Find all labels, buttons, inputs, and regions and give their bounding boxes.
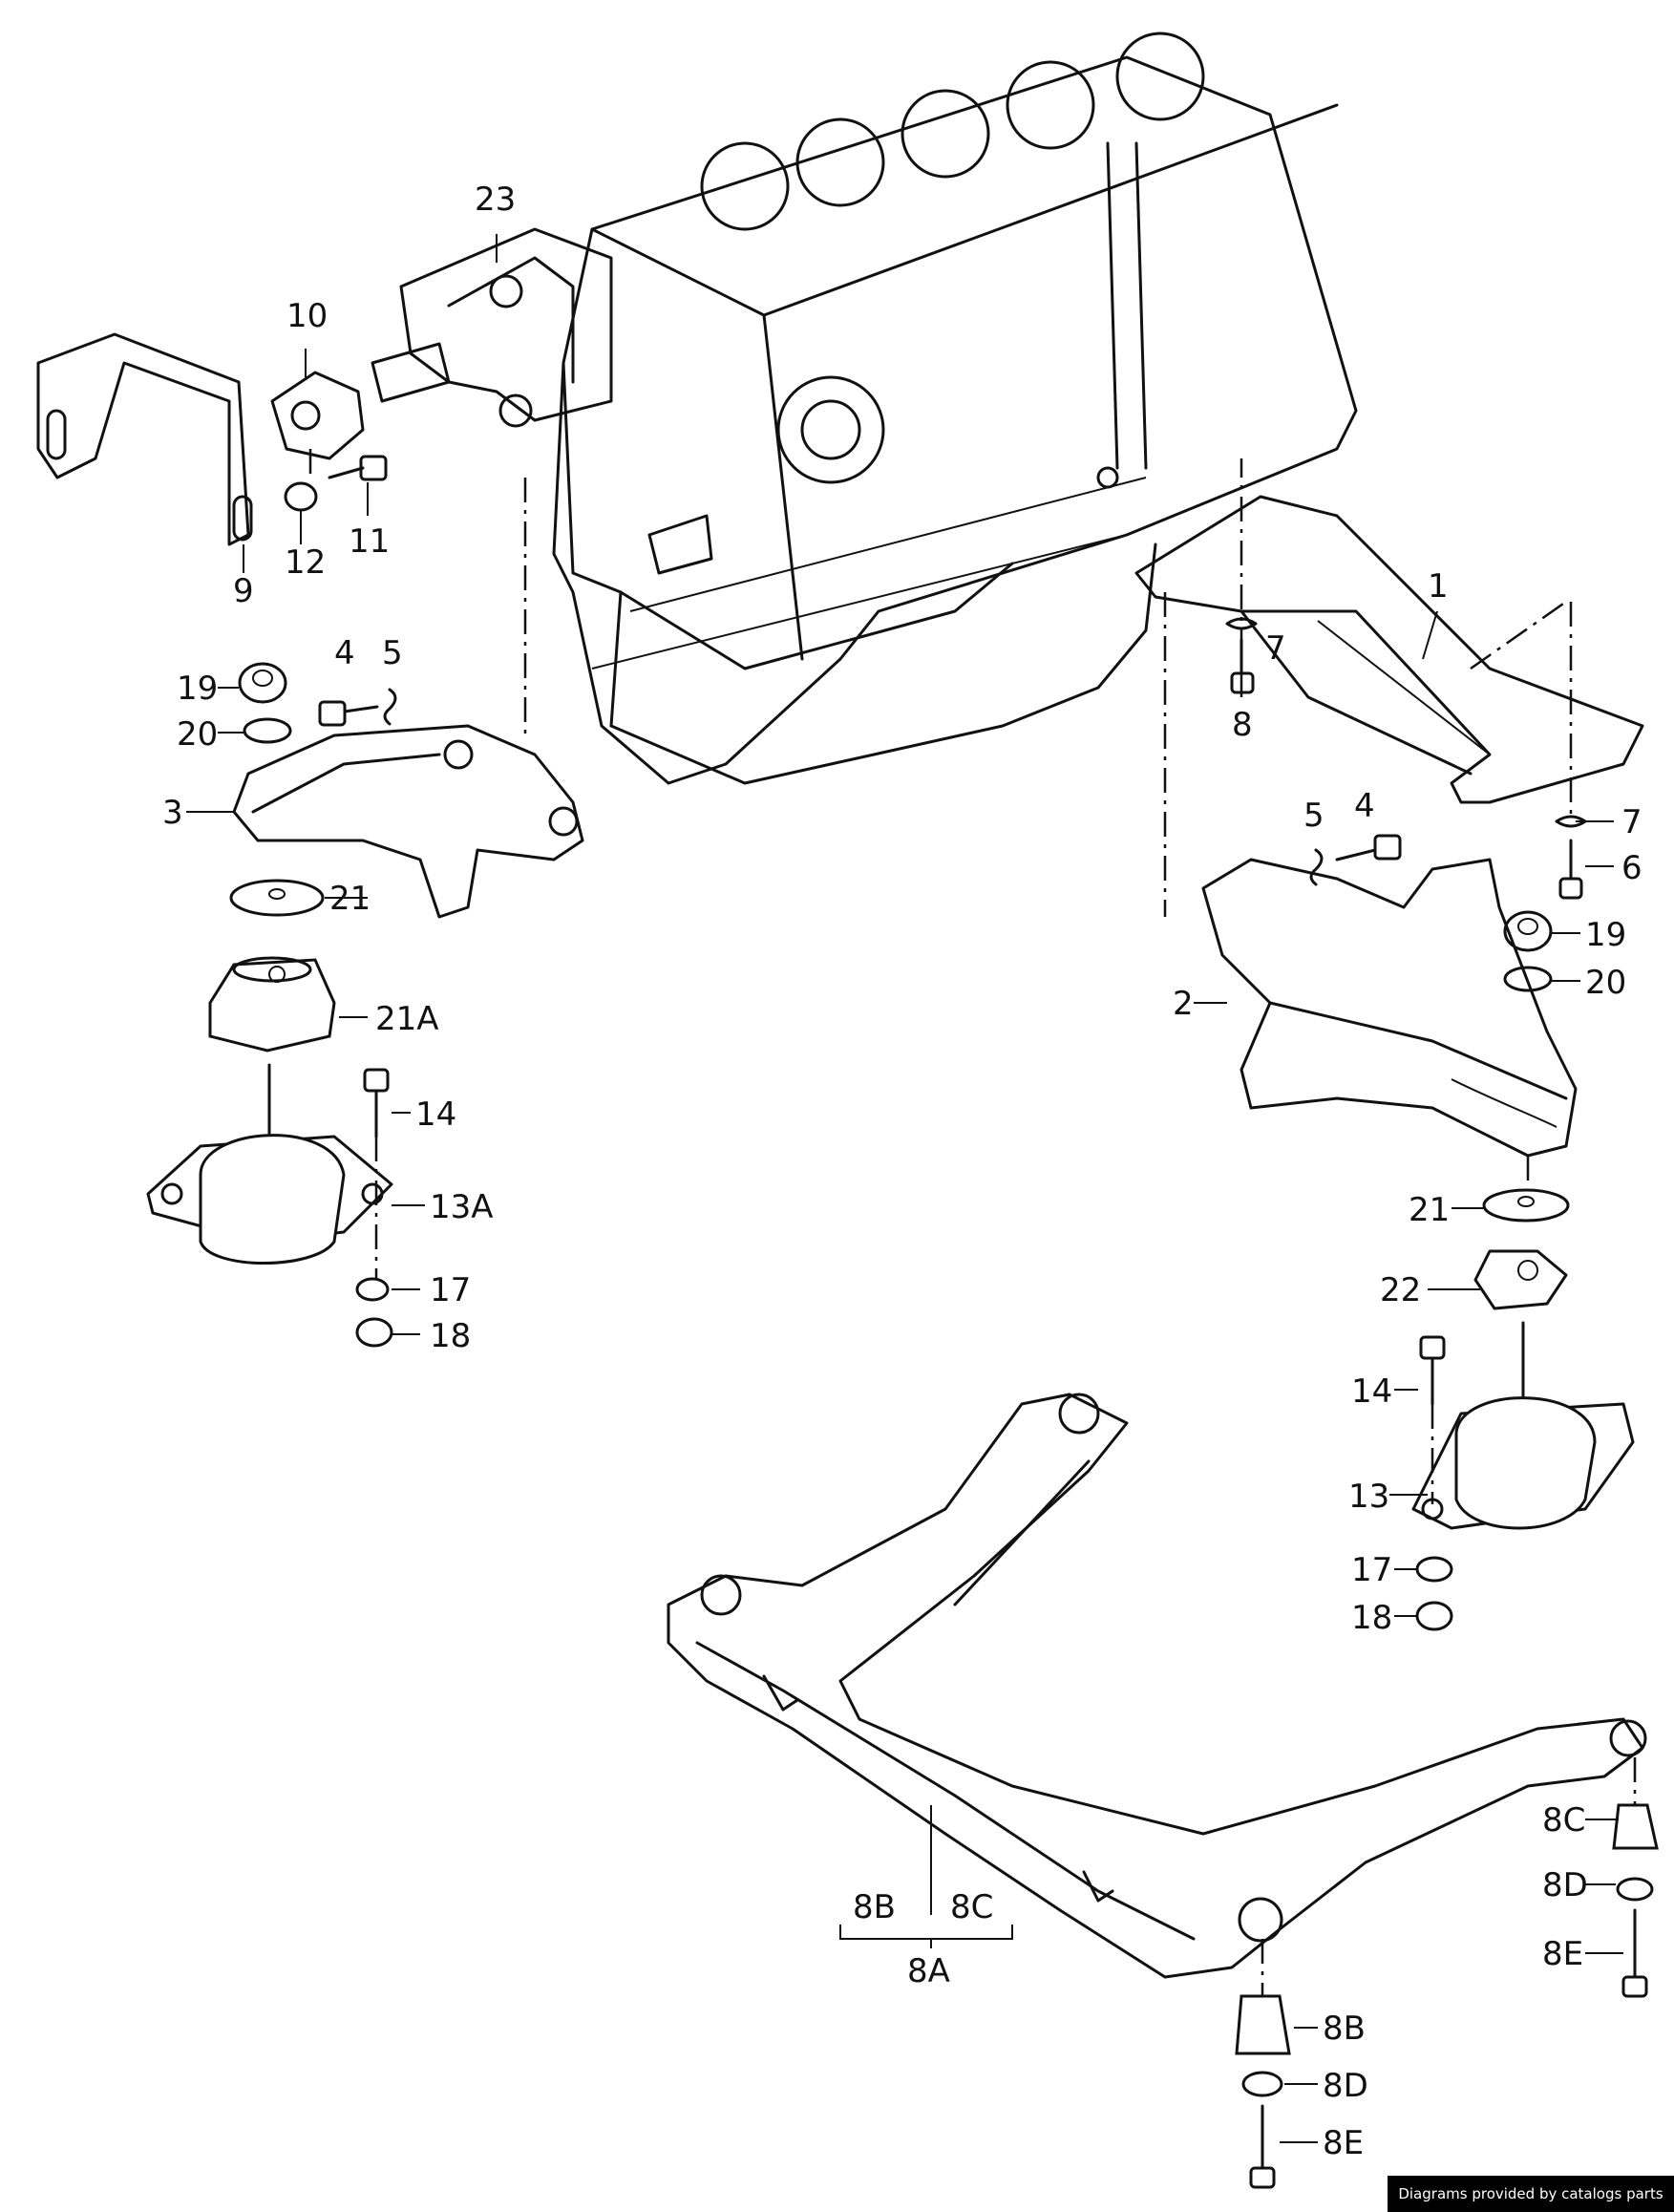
bush-8C	[1612, 1803, 1659, 1850]
nut-18-right	[1415, 1601, 1453, 1631]
label-8: 8	[1232, 706, 1253, 744]
label-14-left: 14	[415, 1095, 456, 1134]
engine-mount-13A	[146, 1063, 393, 1265]
label-5-left: 5	[382, 634, 403, 672]
label-1: 1	[1428, 567, 1449, 606]
credit-footer: Diagrams provided by catalogs parts	[1388, 2176, 1674, 2212]
label-19-right: 19	[1585, 916, 1626, 954]
label-8C-group: 8C	[950, 1888, 993, 1926]
clip-7-left	[1225, 617, 1258, 630]
bolt-11	[328, 455, 388, 481]
label-3: 3	[162, 794, 183, 832]
label-18-left: 18	[430, 1317, 471, 1355]
washer-8D-bottom	[1241, 2071, 1283, 2097]
label-7-top: 7	[1265, 629, 1286, 668]
mount-arm-2	[1201, 858, 1578, 1158]
mount-arm-3	[232, 724, 584, 919]
label-21-right: 21	[1409, 1191, 1450, 1229]
clip-5-left	[383, 688, 397, 726]
bolt-8E-bottom	[1249, 2104, 1276, 2189]
label-13A: 13A	[430, 1188, 494, 1226]
label-19-left: 19	[177, 670, 218, 708]
label-8D-bottom: 8D	[1323, 2067, 1368, 2105]
bolt-14-left	[363, 1068, 390, 1138]
label-5-right: 5	[1303, 797, 1324, 835]
label-12: 12	[285, 543, 326, 582]
washer-17-left	[355, 1277, 390, 1302]
buffer-21A	[208, 956, 336, 1053]
label-8E-bottom: 8E	[1323, 2124, 1364, 2162]
leader-lines	[186, 234, 1623, 2143]
washer-20-left	[243, 717, 292, 744]
washer-21-left	[229, 879, 325, 917]
buffer-22	[1473, 1249, 1568, 1310]
washer-20-right	[1503, 966, 1553, 992]
bolt-6	[1558, 839, 1583, 900]
label-2: 2	[1173, 985, 1194, 1023]
bolt-8E-right	[1621, 1908, 1648, 1998]
bracket-23	[371, 227, 613, 428]
nut-18-left	[355, 1317, 393, 1348]
label-6: 6	[1621, 849, 1642, 887]
engine-block	[552, 32, 1358, 785]
clip-5-right	[1309, 848, 1324, 886]
washer-17-right	[1415, 1556, 1453, 1583]
bush-8B	[1235, 1994, 1291, 2055]
label-10: 10	[286, 297, 328, 335]
subframe-8A	[667, 1393, 1647, 1979]
rubber-bush-10	[270, 371, 365, 460]
label-4-right: 4	[1354, 787, 1375, 825]
label-20-right: 20	[1585, 964, 1626, 1002]
label-8A: 8A	[907, 1952, 950, 1990]
label-4-left: 4	[334, 634, 355, 672]
label-14-right: 14	[1351, 1372, 1392, 1411]
label-20-left: 20	[177, 715, 218, 754]
bolt-14-right	[1419, 1335, 1446, 1406]
label-23: 23	[475, 181, 516, 219]
part-labels: 23 10 9 12 11 1 7 8 19 20 4 5 3 21 21A 1…	[162, 181, 1642, 2162]
washer-8D-right	[1616, 1877, 1654, 1902]
washer-21-right	[1482, 1188, 1570, 1223]
engine-mount-13	[1411, 1321, 1635, 1530]
washer-12	[284, 481, 318, 512]
engine-support-1	[1134, 495, 1644, 804]
label-13: 13	[1348, 1478, 1389, 1516]
label-21A: 21A	[375, 1000, 439, 1038]
label-17-right: 17	[1351, 1551, 1392, 1589]
nut-19-right	[1503, 910, 1553, 952]
bolt-4-right	[1335, 834, 1402, 861]
nut-19-left	[238, 662, 287, 704]
label-11: 11	[349, 522, 390, 561]
label-7-right: 7	[1621, 803, 1642, 841]
bracket-9	[36, 332, 253, 546]
label-8B-group: 8B	[853, 1888, 896, 1926]
assembly-lines	[308, 449, 1637, 1996]
bolt-4-left	[318, 700, 379, 727]
label-8D-right: 8D	[1542, 1866, 1588, 1904]
label-8B-bottom: 8B	[1323, 2010, 1366, 2048]
label-17-left: 17	[430, 1271, 471, 1309]
label-21-left: 21	[329, 880, 371, 918]
label-8C-right: 8C	[1542, 1801, 1585, 1840]
label-9: 9	[233, 572, 254, 610]
label-8E-right: 8E	[1542, 1935, 1583, 1973]
label-22: 22	[1380, 1271, 1421, 1309]
label-18-right: 18	[1351, 1599, 1392, 1637]
